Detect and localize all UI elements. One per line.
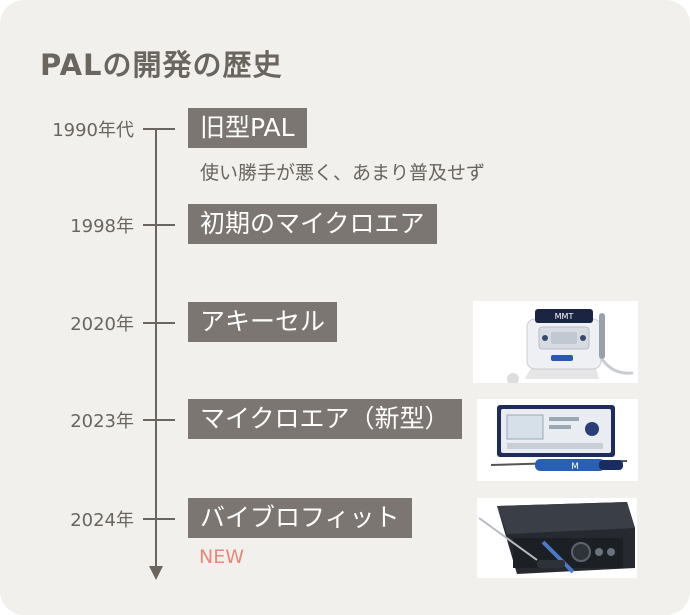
arrow-down-icon	[149, 566, 163, 580]
timeline-axis	[155, 128, 157, 568]
timeline-label: マイクロエア（新型）	[188, 399, 462, 439]
device-logo-text: MMT	[555, 312, 574, 321]
timeline-note: 使い勝手が悪く、あまり普及せず	[200, 162, 486, 184]
device-photo-microaire: M	[477, 399, 638, 481]
timeline-label: アキーセル	[188, 302, 338, 342]
timeline-tick	[143, 419, 175, 421]
timeline-tick	[143, 518, 175, 520]
page-title: PALの開発の歴史	[40, 48, 283, 82]
timeline-label: 旧型PAL	[188, 108, 307, 148]
svg-text:M: M	[571, 462, 579, 472]
timeline-year: 2024年	[70, 510, 134, 531]
new-badge: NEW	[199, 546, 245, 568]
timeline-year: 2020年	[70, 314, 134, 335]
timeline-label: 初期のマイクロエア	[188, 204, 437, 244]
device-photo-akisel: MMT	[473, 301, 638, 383]
timeline-year: 2023年	[70, 411, 134, 432]
device-photo-vibrofit	[477, 498, 637, 578]
timeline-year: 1990年代	[52, 120, 134, 141]
timeline-tick	[143, 128, 175, 130]
timeline-year: 1998年	[70, 216, 134, 237]
timeline-tick	[143, 322, 175, 324]
timeline-label: バイブロフィット	[188, 498, 412, 538]
timeline-tick	[143, 224, 175, 226]
